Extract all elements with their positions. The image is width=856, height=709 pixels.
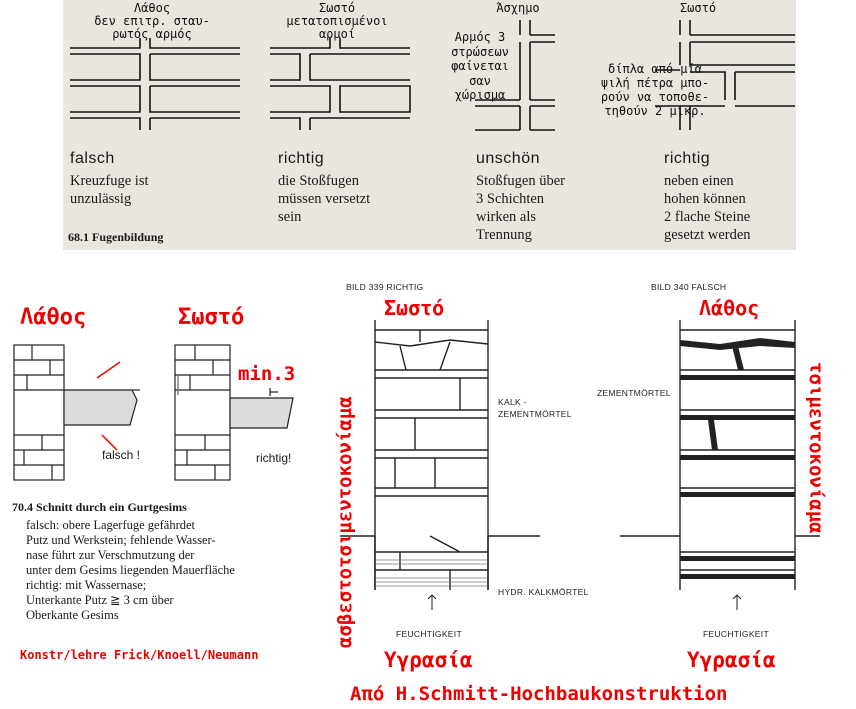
fugenbildung-figure	[63, 0, 796, 250]
bild-339-label: BILD 339 RICHTIG	[346, 282, 424, 292]
note-three-course-joint: Αρμός 3 στρώσεων φαίνεται σαν χώρισμα	[451, 30, 509, 102]
col1-body: Kreuzfuge ist unzulässig	[70, 173, 149, 207]
label-wrong-left: Λάθος	[20, 305, 87, 330]
humidity-left: Υγρασία	[384, 648, 473, 672]
gesims-correct-drawing	[174, 344, 294, 481]
bild-340-label: BILD 340 FALSCH	[651, 282, 727, 292]
min-3-label: min.3	[238, 363, 296, 385]
richtig-label: richtig!	[256, 451, 292, 465]
joint-sketch-2	[270, 38, 411, 130]
col2-head: richtig	[278, 150, 325, 167]
vertical-label-left: ασβεστοτσιμεντοκονίαμα	[334, 396, 356, 648]
stone-wall-richtig	[340, 320, 540, 610]
label-wrong-cross-joint: Λάθος δεν επιτρ. σταυ- ρωτός αρμός	[94, 1, 210, 41]
feuchtigkeit-left: FEUCHTIGKEIT	[396, 629, 462, 639]
joint-sketch-1	[70, 38, 240, 130]
figure-caption-68-1: 68.1 Fugenbildung	[68, 230, 164, 244]
source-schmitt: Από H.Schmitt-Hochbaukonstruktion	[350, 683, 728, 705]
humidity-right: Υγρασία	[687, 648, 776, 672]
caption-70-4-body: falsch: obere Lagerfuge gefährdet Putz u…	[26, 518, 235, 622]
stone-wall-falsch	[620, 320, 820, 610]
gesims-wrong-drawing	[13, 344, 140, 481]
hydr-kalkmoertel-label: HYDR. KALKMÖRTEL	[498, 587, 589, 597]
col3-body: Stoßfugen über 3 Schichten wirken als Tr…	[476, 173, 565, 243]
col2-body: die Stoßfugen müssen versetzt sein	[278, 173, 371, 225]
vertical-label-right: τσιμεντοκονίαμα	[805, 362, 827, 534]
note-two-small-stones: δίπλα από μία ψιλή πέτρα μπο- ρούν να το…	[600, 62, 710, 118]
label-wrong-right: Λάθος	[699, 296, 760, 320]
label-correct-offset: Σωστό μετατοπισμένοι αρμοί	[286, 1, 388, 41]
col1-head: falsch	[70, 150, 115, 167]
kalk-zementmoertel-label: KALK - ZEMENTMÖRTEL	[498, 397, 572, 419]
col3-head: unschön	[476, 150, 540, 167]
joint-sketch-3	[475, 20, 555, 131]
caption-70-4-title: 70.4 Schnitt durch ein Gurtgesims	[12, 500, 187, 514]
label-ugly: Άσχημο	[496, 1, 540, 15]
feuchtigkeit-right: FEUCHTIGKEIT	[703, 629, 769, 639]
col4-body: neben einen hohen können 2 flache Steine…	[664, 173, 751, 243]
label-correct-4: Σωστό	[679, 1, 717, 15]
col4-head: richtig	[664, 150, 711, 167]
joint-sketch-4	[655, 20, 795, 130]
label-correct-right: Σωστό	[384, 296, 445, 320]
label-correct-left: Σωστό	[178, 305, 245, 330]
source-frick: Konstr/lehre Frick/Knoell/Neumann	[20, 648, 259, 662]
falsch-label: falsch !	[102, 448, 141, 462]
zementmoertel-label: ZEMENTMÖRTEL	[597, 388, 671, 398]
